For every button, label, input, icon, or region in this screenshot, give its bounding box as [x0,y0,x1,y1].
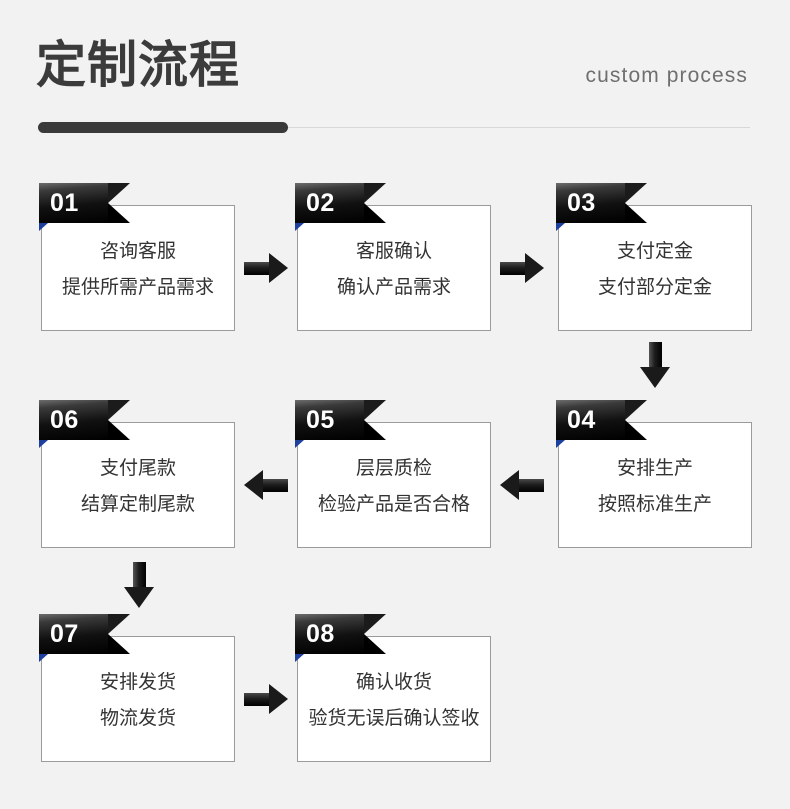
page-subtitle: custom process [585,64,748,87]
badge-tip-icon-01 [108,183,130,223]
step-desc-06: 结算定制尾款 [80,494,195,515]
badge-fold-icon-06 [39,440,48,448]
step-card-04[interactable]: 04 安排生产 按照标准生产 [556,400,752,548]
step-title-08: 确认收货 [355,672,432,693]
badge-fold-icon-03 [556,223,565,231]
step-card-text-07: 安排发货 物流发货 [42,665,234,737]
badge-tip-icon-02 [364,183,386,223]
step-card-01[interactable]: 01 咨询客服 提供所需产品需求 [39,183,235,331]
step-desc-02: 确认产品需求 [336,277,451,298]
step-number-badge-07: 07 [39,614,108,654]
step-card-07[interactable]: 07 安排发货 物流发货 [39,614,235,762]
step-title-05: 层层质检 [355,458,432,479]
arrow-shaft [649,342,662,368]
step-number-badge-08: 08 [295,614,364,654]
arrow-shaft [244,693,270,706]
step-number-badge-01: 01 [39,183,108,223]
step-desc-03: 支付部分定金 [597,277,712,298]
badge-tip-icon-06 [108,400,130,440]
badge-tip-icon-07 [108,614,130,654]
arrow-05-to-06-icon [244,470,288,500]
step-card-text-03: 支付定金 支付部分定金 [559,234,751,306]
step-card-05[interactable]: 05 层层质检 检验产品是否合格 [295,400,491,548]
step-number-badge-04: 04 [556,400,625,440]
badge-fold-icon-08 [295,654,304,662]
step-card-text-05: 层层质检 检验产品是否合格 [298,451,490,523]
step-card-08[interactable]: 08 确认收货 验货无误后确认签收 [295,614,491,762]
arrow-shaft [133,562,146,588]
arrow-03-to-04-icon [640,342,670,388]
badge-fold-icon-02 [295,223,304,231]
arrow-head [244,470,263,500]
step-title-06: 支付尾款 [99,458,176,479]
step-card-text-08: 确认收货 验货无误后确认签收 [298,665,490,737]
badge-tip-icon-05 [364,400,386,440]
step-desc-07: 物流发货 [99,708,176,729]
arrow-02-to-03-icon [500,253,544,283]
step-title-04: 安排生产 [616,458,693,479]
arrow-head [640,367,670,388]
arrow-head [269,253,288,283]
arrow-06-to-07-icon [124,562,154,608]
step-desc-08: 验货无误后确认签收 [308,708,480,729]
step-desc-01: 提供所需产品需求 [61,277,214,298]
arrow-01-to-02-icon [244,253,288,283]
step-title-03: 支付定金 [616,241,693,262]
arrow-shaft [244,262,270,275]
step-card-text-04: 安排生产 按照标准生产 [559,451,751,523]
step-card-text-02: 客服确认 确认产品需求 [298,234,490,306]
step-title-01: 咨询客服 [99,241,176,262]
arrow-04-to-05-icon [500,470,544,500]
badge-tip-icon-08 [364,614,386,654]
step-desc-05: 检验产品是否合格 [317,494,470,515]
arrow-07-to-08-icon [244,684,288,714]
arrow-head [269,684,288,714]
arrow-head [525,253,544,283]
badge-fold-icon-04 [556,440,565,448]
arrow-shaft [518,479,544,492]
arrow-shaft [262,479,288,492]
step-number-badge-02: 02 [295,183,364,223]
step-number-badge-06: 06 [39,400,108,440]
step-card-02[interactable]: 02 客服确认 确认产品需求 [295,183,491,331]
page-header: 定制流程 custom process [0,0,790,150]
badge-fold-icon-07 [39,654,48,662]
arrow-head [124,587,154,608]
step-number-badge-05: 05 [295,400,364,440]
badge-tip-icon-04 [625,400,647,440]
step-card-03[interactable]: 03 支付定金 支付部分定金 [556,183,752,331]
header-divider-accent [38,122,288,133]
badge-fold-icon-01 [39,223,48,231]
step-card-text-06: 支付尾款 结算定制尾款 [42,451,234,523]
badge-tip-icon-03 [625,183,647,223]
step-card-text-01: 咨询客服 提供所需产品需求 [42,234,234,306]
step-title-07: 安排发货 [99,672,176,693]
page-title: 定制流程 [36,37,240,93]
arrow-head [500,470,519,500]
step-title-02: 客服确认 [355,241,432,262]
step-card-06[interactable]: 06 支付尾款 结算定制尾款 [39,400,235,548]
step-desc-04: 按照标准生产 [597,494,712,515]
badge-fold-icon-05 [295,440,304,448]
arrow-shaft [500,262,526,275]
header-divider [38,127,750,128]
step-number-badge-03: 03 [556,183,625,223]
